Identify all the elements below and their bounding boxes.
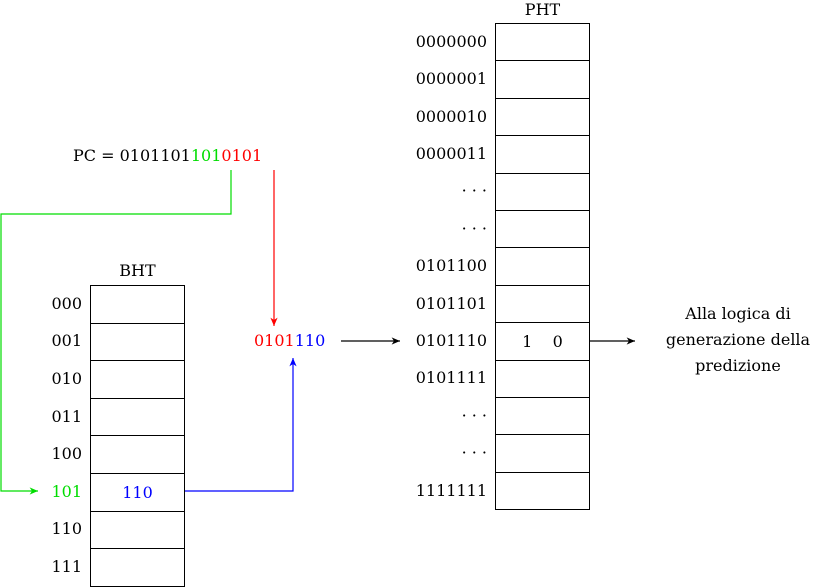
bht-row-cell (90, 285, 185, 324)
bht-row-index: 100 (51, 444, 82, 464)
pht-row-cell (495, 434, 590, 473)
prediction-logic-label: Alla logica di generazione della predizi… (650, 301, 818, 379)
pht-row-index: · · · (461, 181, 487, 201)
bht-row-index: 001 (51, 331, 82, 351)
bht-row-index: 011 (51, 406, 82, 426)
concat-history-part: 110 (294, 331, 326, 350)
pht-title: PHT (524, 0, 561, 19)
pc-low-bits: 0101 (221, 146, 263, 165)
pc-prefix: PC = (73, 146, 120, 165)
bht-row-index: 111 (51, 557, 82, 576)
pht-row-cell: 1 0 (495, 322, 590, 361)
pht-row-cell (495, 172, 590, 211)
pht-row-index: 0000010 (415, 106, 487, 126)
bht-row-index: 101 (51, 481, 82, 501)
pht-row-index: · · · (461, 218, 487, 238)
pht-row-index: 1111111 (415, 480, 487, 500)
pht-row-cell (495, 247, 590, 286)
prediction-label-line-3: predizione (695, 356, 781, 375)
pht-row-cell (495, 23, 590, 62)
pht-row-index: 0000000 (415, 31, 487, 51)
pc-high-bits: 0101101 (119, 146, 191, 165)
pht-row-cell (495, 471, 590, 511)
bht-row-cell: 110 (90, 473, 185, 512)
prediction-label-line-1: Alla logica di (685, 304, 791, 323)
history-bits-arrow (185, 358, 297, 492)
pht-row-cell (495, 60, 590, 99)
bht-row-cell (90, 548, 185, 587)
pht-row-index: 0101101 (415, 293, 487, 313)
pht-row-cell (495, 359, 590, 398)
pht-row-index: 0101111 (415, 368, 487, 388)
pht-row-index: 0101110 (415, 330, 487, 350)
pht-row-cell (495, 397, 590, 436)
bht-row-cell (90, 435, 185, 474)
bht-row-index: 110 (51, 519, 82, 539)
pc-value: PC = 01011011010101 (73, 146, 262, 166)
pht-row-index: · · · (461, 405, 487, 425)
pht-row-index: · · · (461, 443, 487, 463)
bht-row-cell (90, 397, 185, 437)
bht-row-cell (90, 510, 185, 550)
bht-row-cell (90, 322, 185, 362)
pht-row-cell (495, 210, 590, 249)
pc-index-bits: 101 (190, 146, 222, 165)
pht-row-index: 0000001 (415, 69, 487, 89)
pht-row-cell (495, 97, 590, 137)
pht-row-cell (495, 284, 590, 324)
pht-row-cell (495, 135, 590, 174)
bht-title: BHT (119, 261, 156, 280)
pht-row-index: 0101100 (415, 256, 487, 276)
bht-row-index: 000 (51, 293, 82, 313)
prediction-label-line-2: generazione della (665, 330, 811, 349)
bht-row-cell (90, 360, 185, 399)
pht-row-index: 0000011 (415, 143, 487, 163)
bht-row-index: 010 (51, 369, 82, 388)
pht-index-value: 0101110 (254, 331, 325, 351)
concat-pc-part: 0101 (254, 331, 295, 350)
index-bits-arrow (0, 170, 232, 495)
